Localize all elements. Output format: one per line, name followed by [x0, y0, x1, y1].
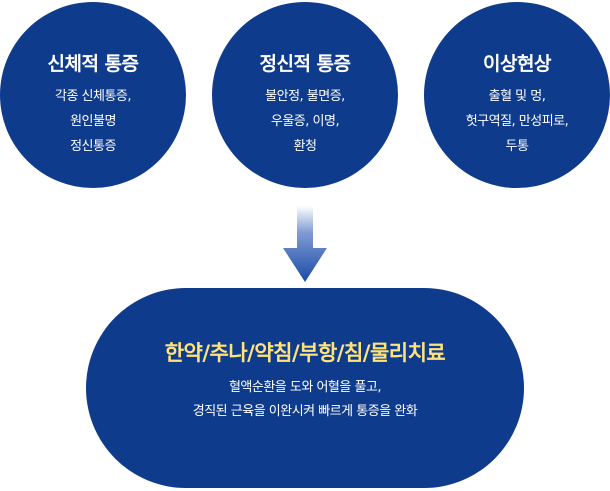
circle-line: 출혈 및 멍,	[488, 89, 546, 104]
circle-title: 신체적 통증	[47, 53, 139, 75]
symptom-circle-abnormal: 이상현상 출혈 및 멍, 헛구역질, 만성피로, 두통	[424, 2, 610, 188]
treatment-box: 한약/추나/약침/부항/침/물리치료 혈액순환을 도와 어혈을 풀고, 경직된 …	[86, 288, 524, 488]
circle-line: 헛구역질, 만성피로,	[465, 114, 569, 129]
circle-title: 정신적 통증	[259, 53, 351, 75]
treatment-desc-line: 혈액순환을 도와 어혈을 풀고,	[228, 380, 382, 395]
symptom-circle-mental: 정신적 통증 불안정, 불면증, 우울증, 이명, 환청	[212, 2, 398, 188]
circle-title: 이상현상	[483, 53, 551, 75]
circle-line: 원인불명	[70, 114, 116, 129]
circle-line: 환청	[293, 139, 317, 154]
circle-line: 두통	[505, 139, 529, 154]
treatment-desc-line: 경직된 근육을 이완시켜 빠르게 통증을 완화	[192, 404, 418, 419]
circle-line: 우울증, 이명,	[270, 114, 340, 129]
treatment-headline: 한약/추나/약침/부항/침/물리치료	[164, 341, 446, 365]
circle-line: 각종 신체통증,	[54, 89, 132, 104]
circle-line: 정신통증	[70, 139, 116, 154]
symptom-circle-physical: 신체적 통증 각종 신체통증, 원인불명 정신통증	[0, 2, 186, 188]
down-arrow-icon	[283, 206, 327, 282]
circle-line: 불안정, 불면증,	[265, 89, 345, 104]
